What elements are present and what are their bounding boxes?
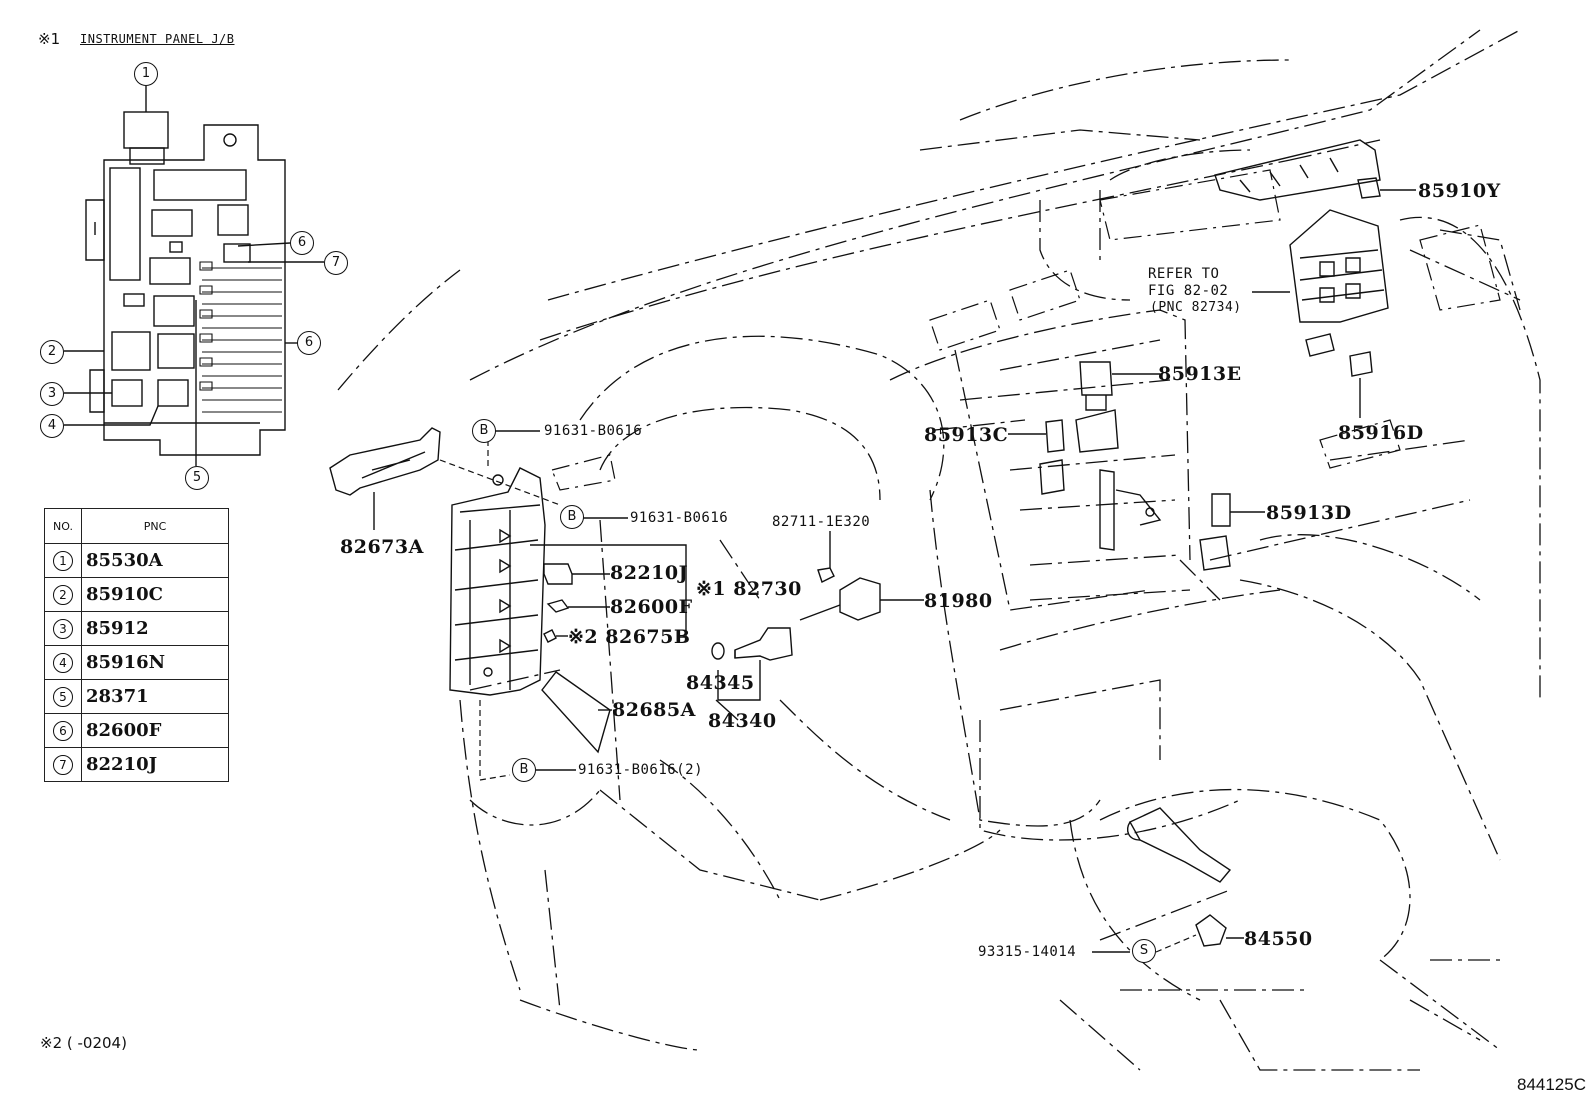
callout-7: 7: [324, 251, 348, 275]
label-82673A[interactable]: 82673A: [340, 536, 424, 558]
parts-drawings: [329, 139, 1416, 953]
label-82711-1E320[interactable]: 82711-1E320: [772, 514, 871, 530]
callout-6-bottom: 6: [297, 331, 321, 355]
screw-mark-s: S: [1132, 939, 1156, 963]
label-91631-2[interactable]: 91631-B0616: [630, 510, 729, 526]
dashboard-outline: [337, 29, 1541, 1071]
refer-line-2[interactable]: FIG 82-02: [1148, 283, 1229, 299]
table-row: 6 82600F: [44, 713, 229, 748]
label-91631-3[interactable]: 91631-B0616(2): [578, 762, 704, 778]
bolt-lines: [439, 440, 1197, 953]
row-pnc: 82210J: [81, 747, 229, 782]
label-85916D[interactable]: 85916D: [1338, 422, 1424, 444]
row-no: 7: [53, 755, 73, 775]
table-row: 5 28371: [44, 679, 229, 714]
table-row: 4 85916N: [44, 645, 229, 680]
label-82600F[interactable]: 82600F: [610, 596, 693, 618]
label-93315-14014[interactable]: 93315-14014: [978, 944, 1077, 960]
row-no: 2: [53, 585, 73, 605]
label-85913E[interactable]: 85913E: [1158, 363, 1242, 385]
callout-3: 3: [40, 382, 64, 406]
header-mark: ※1: [38, 30, 61, 48]
row-no: 6: [53, 721, 73, 741]
callout-1: 1: [134, 62, 158, 86]
row-pnc: 85530A: [81, 543, 229, 578]
footnote: ※2 ( -0204): [40, 1034, 127, 1052]
label-85910Y[interactable]: 85910Y: [1418, 180, 1501, 202]
callout-4: 4: [40, 414, 64, 438]
figure-code: 844125C: [1516, 1075, 1586, 1094]
bolt-mark-b-1: B: [472, 419, 496, 443]
vents: [551, 169, 1501, 491]
refer-line-3: (PNC 82734): [1150, 300, 1242, 315]
callout-6-top: 6: [290, 231, 314, 255]
bolt-mark-b-2: B: [560, 505, 584, 529]
label-82675B[interactable]: ※2 82675B: [568, 626, 691, 648]
row-pnc: 82600F: [81, 713, 229, 748]
bolt-mark-b-3: B: [512, 758, 536, 782]
row-pnc: 28371: [81, 679, 229, 714]
junction-block-inset: [64, 86, 324, 466]
inset-title: INSTRUMENT PANEL J/B: [80, 32, 235, 46]
label-84340[interactable]: 84340: [708, 710, 777, 732]
col-pnc-header: PNC: [81, 508, 229, 544]
label-82685A[interactable]: 82685A: [612, 699, 696, 721]
label-84345[interactable]: 84345: [686, 672, 755, 694]
row-pnc: 85910C: [81, 577, 229, 612]
pnc-table: NO. PNC 1 85530A 2 85910C 3 85912 4 85916N 5…: [44, 508, 229, 782]
callout-2: 2: [40, 340, 64, 364]
label-82210J[interactable]: 82210J: [610, 562, 689, 584]
table-row: 3 85912: [44, 611, 229, 646]
table-row: 7 82210J: [44, 747, 229, 782]
label-84550[interactable]: 84550: [1244, 928, 1313, 950]
col-no-header: NO.: [44, 508, 82, 544]
callout-5: 5: [185, 466, 209, 490]
label-82730[interactable]: ※1 82730: [696, 578, 802, 600]
table-row: 1 85530A: [44, 543, 229, 578]
row-no: 1: [53, 551, 73, 571]
label-85913C[interactable]: 85913C: [924, 424, 1009, 446]
row-pnc: 85912: [81, 611, 229, 646]
refer-line-1: REFER TO: [1148, 266, 1220, 282]
label-91631-1[interactable]: 91631-B0616: [544, 423, 643, 439]
label-85913D[interactable]: 85913D: [1266, 502, 1352, 524]
row-no: 3: [53, 619, 73, 639]
row-pnc: 85916N: [81, 645, 229, 680]
label-81980[interactable]: 81980: [924, 590, 993, 612]
row-no: 5: [53, 687, 73, 707]
table-row: 2 85910C: [44, 577, 229, 612]
table-header: NO. PNC: [44, 508, 229, 544]
row-no: 4: [53, 653, 73, 673]
